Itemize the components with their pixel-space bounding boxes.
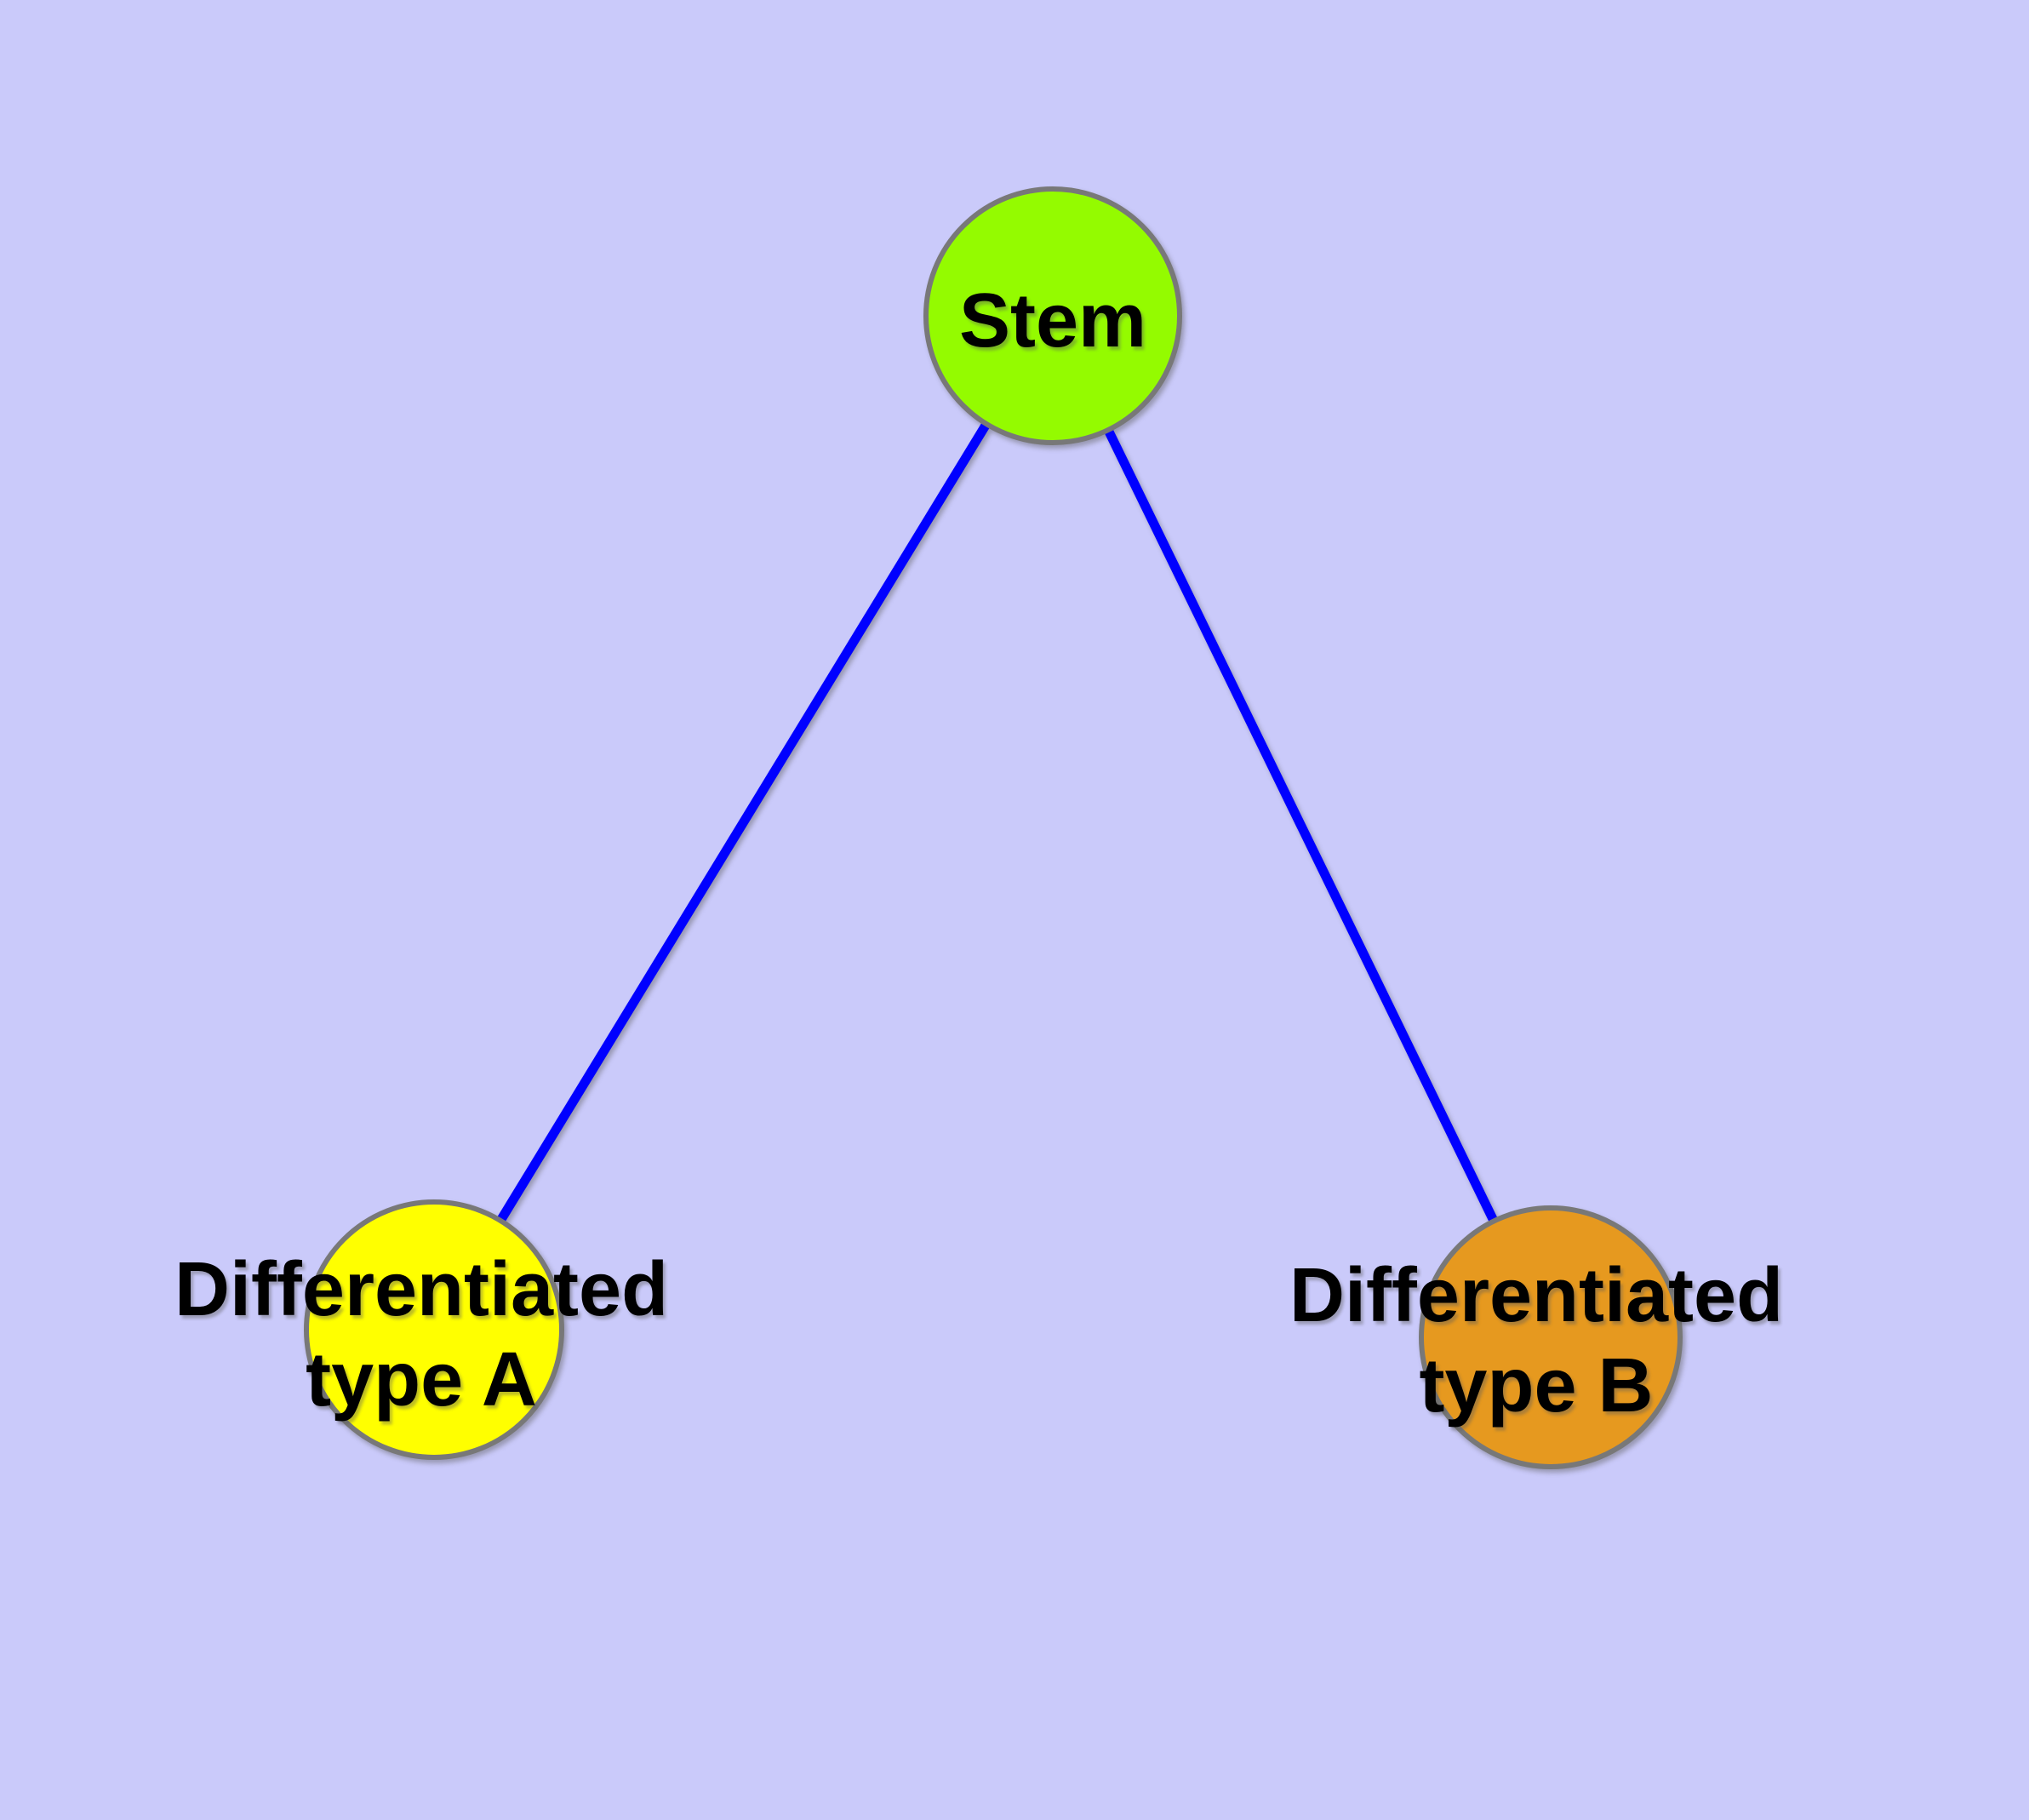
node-stem [923, 186, 1182, 445]
node-differentiated-type-b [1419, 1205, 1683, 1469]
edge-stem-to-type-b [1104, 427, 1498, 1223]
node-differentiated-type-a [304, 1199, 564, 1460]
edge-stem-to-type-a [496, 421, 991, 1223]
